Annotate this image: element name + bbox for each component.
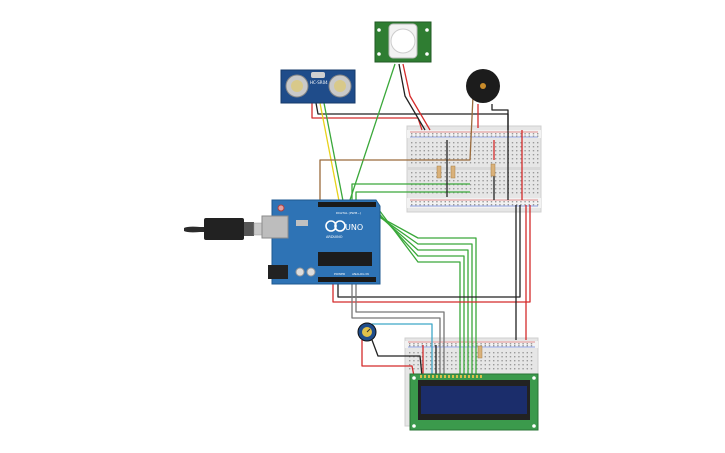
arduino-analog-label: ANALOG IN: [352, 272, 369, 276]
wire-lcd-d1: [359, 205, 477, 376]
wire-ultrasonic-gnd: [315, 102, 509, 200]
wire-pir-vcc: [402, 63, 431, 131]
lcd-display[interactable]: [409, 373, 539, 431]
wire-ultrasonic-trig: [319, 102, 341, 207]
lcd-pins: [420, 375, 482, 378]
wire-pir-out: [347, 63, 396, 207]
wire-ultrasonic-vcc: [311, 103, 423, 131]
arduino-power-label: POWER: [334, 272, 345, 276]
wire-green-a: [351, 183, 470, 206]
wire-pot-gray: [351, 284, 441, 376]
arduino-brand-label: ARDUINO: [326, 235, 343, 239]
arduino-model-label: UNO: [345, 223, 363, 232]
wire-pir-gnd: [398, 63, 426, 131]
ultrasonic-model-label: HC-SR04: [310, 80, 328, 85]
wire-5v: [332, 205, 531, 303]
arduino-uno[interactable]: UNO ARDUINO DIGITAL (PWM~) POWER ANALOG …: [261, 199, 381, 285]
breadboard-main: [406, 125, 542, 213]
ultrasonic-sensor[interactable]: HC-SR04: [280, 69, 356, 104]
arduino-digital-label: DIGITAL (PWM~): [336, 211, 361, 215]
potentiometer[interactable]: [357, 322, 377, 342]
pir-sensor[interactable]: [374, 21, 432, 63]
wire-pot-red: [361, 340, 415, 377]
resistors-main: [436, 163, 496, 359]
wire-pot-black: [371, 339, 423, 377]
buzzer[interactable]: [466, 69, 500, 103]
wire-buzzer-neg: [491, 104, 509, 130]
wire-brown: [319, 95, 474, 206]
wire-gnd: [337, 205, 521, 298]
wires: [311, 63, 531, 377]
wire-ultrasonic-echo: [323, 102, 345, 207]
wire-pot-gray2: [355, 284, 445, 376]
breadboard-main-holes: [411, 133, 539, 206]
wire-lcd-rs: [375, 205, 461, 376]
